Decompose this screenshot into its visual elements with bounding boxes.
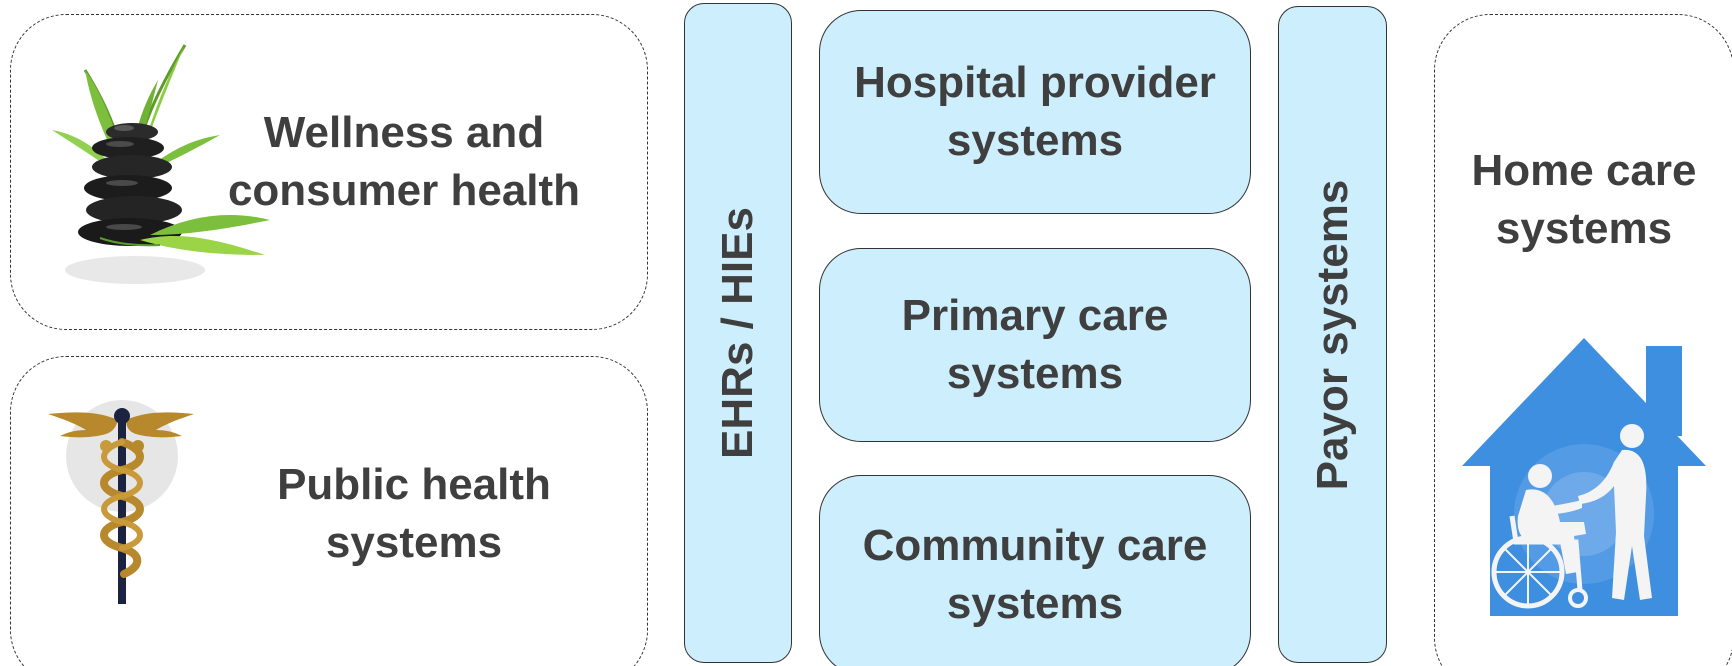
ehr-hie-label: EHRs / HIEs — [713, 207, 762, 459]
public-health-label: Public health systems — [277, 460, 551, 567]
home-care-house-icon — [1462, 338, 1706, 616]
hospital-provider-label: Hospital provider systems — [854, 58, 1216, 165]
ehr-hie-bar: EHRs / HIEs — [684, 3, 792, 663]
hospital-provider-box: Hospital provider systems — [819, 10, 1251, 214]
wellness-label: Wellness and consumer health — [227, 108, 581, 215]
home-care-label: Home care systems — [1471, 146, 1697, 253]
primary-care-box: Primary care systems — [819, 248, 1251, 442]
primary-care-label: Primary care systems — [901, 291, 1169, 398]
payor-systems-label: Payor systems — [1307, 179, 1357, 490]
caduceus-icon — [48, 400, 194, 604]
zen-stones-bamboo-icon — [52, 44, 270, 284]
community-care-label: Community care systems — [862, 521, 1208, 628]
payor-systems-bar: Payor systems — [1278, 6, 1387, 663]
community-care-box: Community care systems — [819, 475, 1251, 666]
